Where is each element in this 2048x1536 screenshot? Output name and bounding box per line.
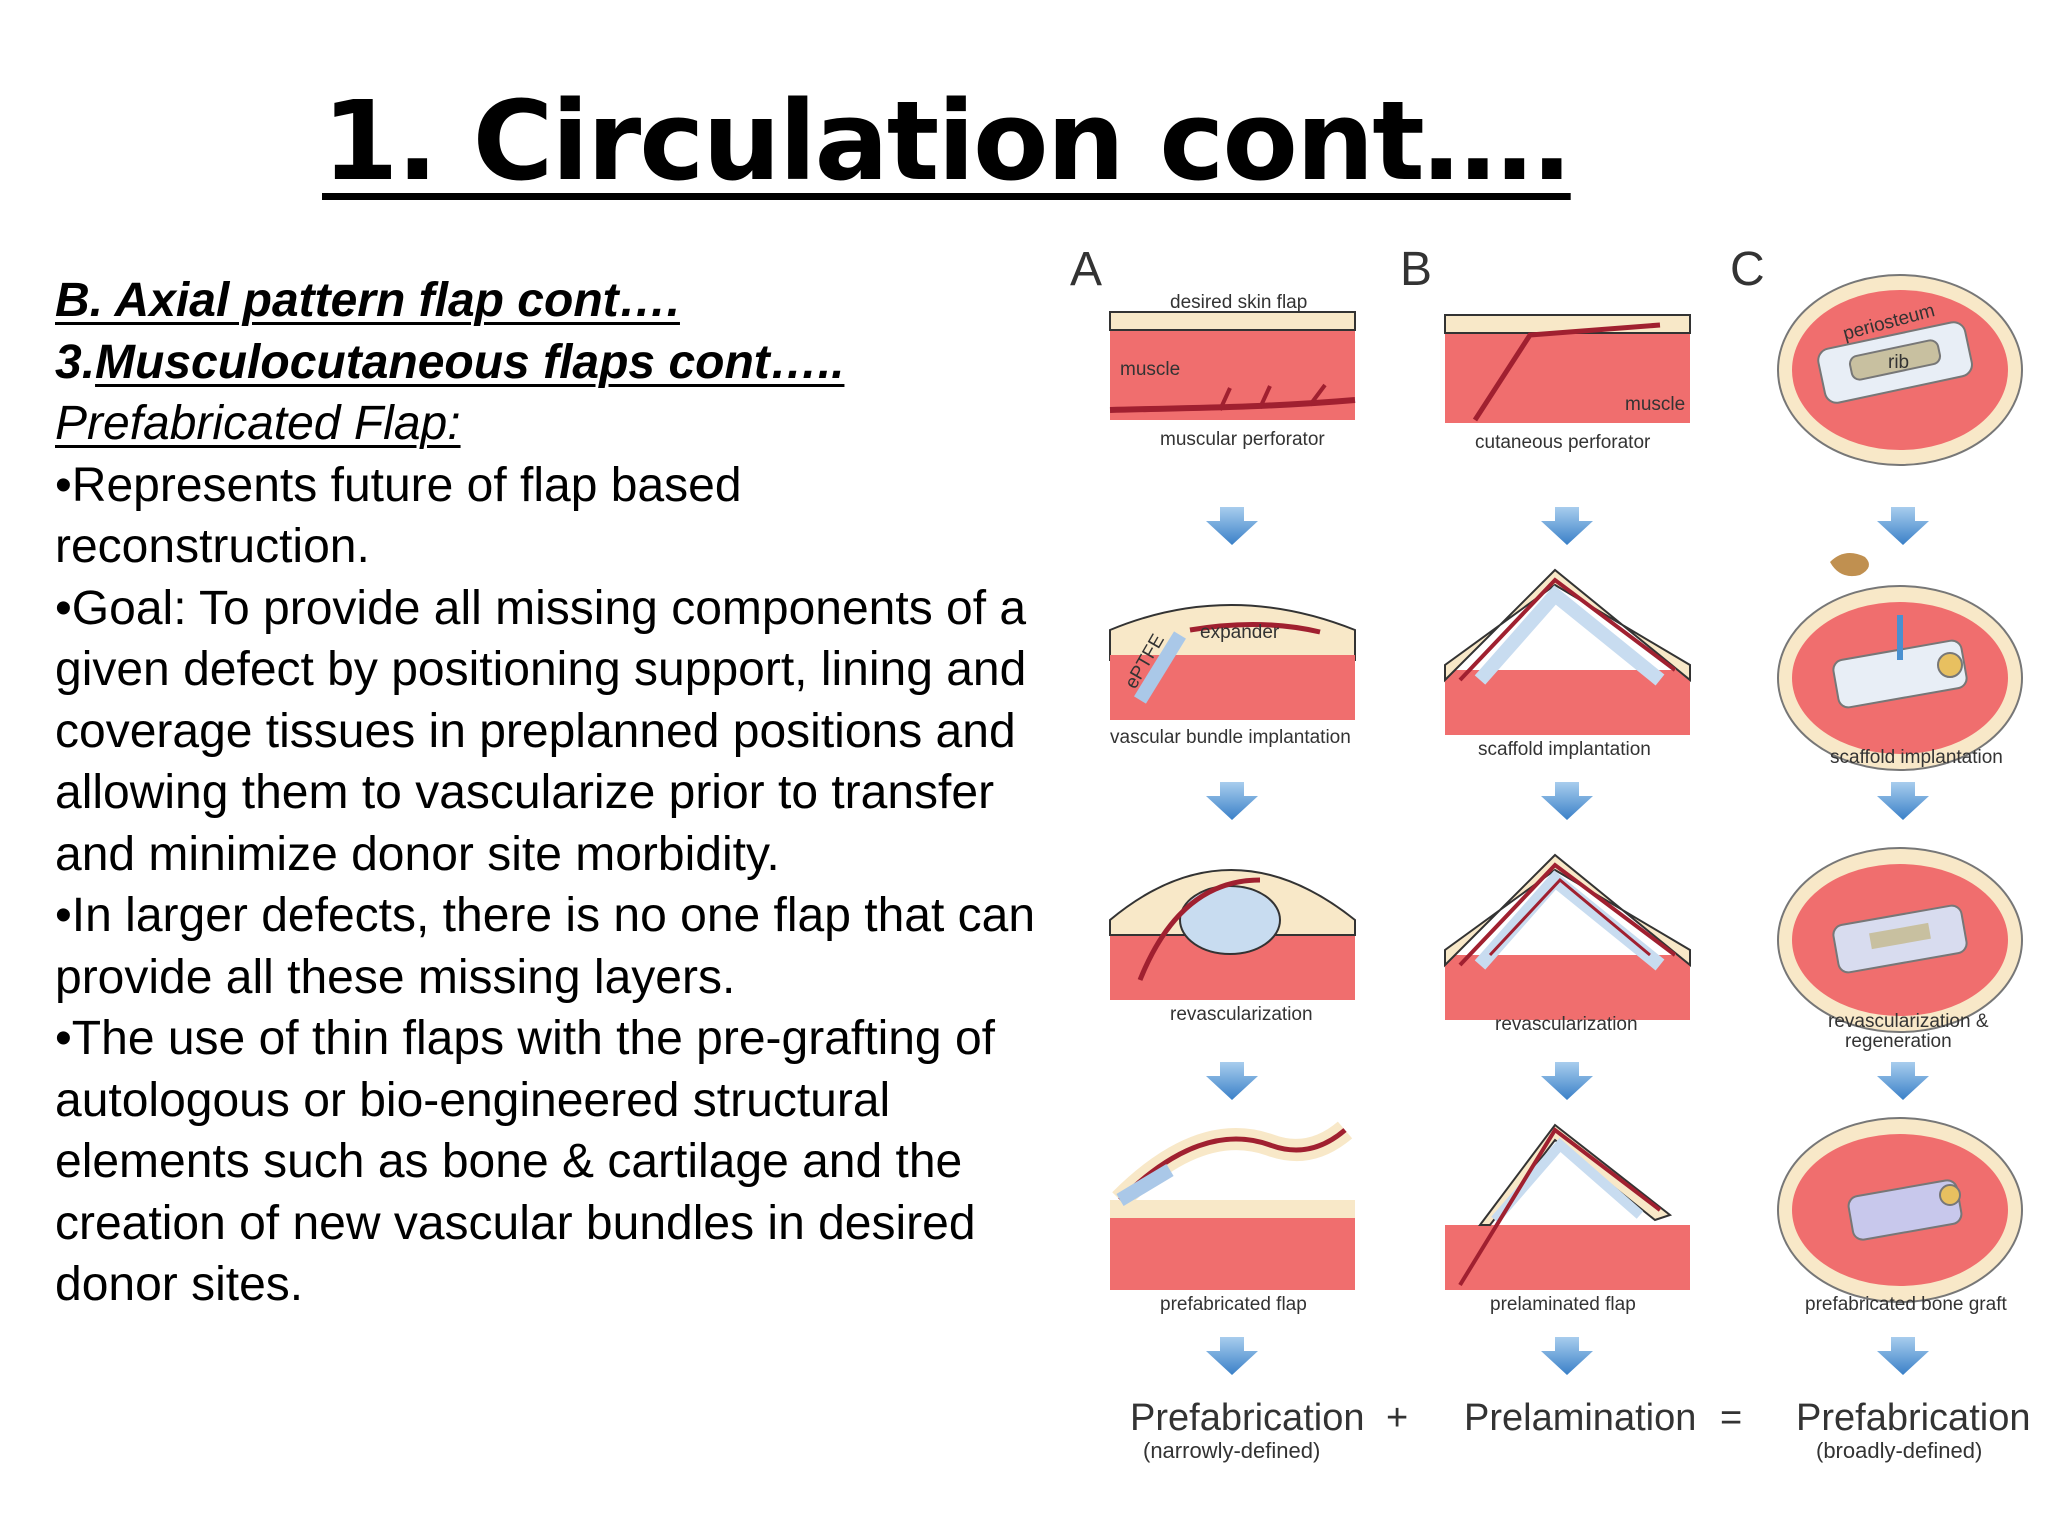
label-prefabricated-flap: prefabricated flap <box>1160 1294 1307 1315</box>
equation-plus: + <box>1386 1397 1408 1439</box>
panel-b4: prelaminated flap <box>1445 1123 1690 1315</box>
equation-narrowly-defined: (narrowly-defined) <box>1143 1438 1320 1463</box>
label-revascularization-c-line1: revascularization & <box>1828 1011 1989 1032</box>
panel-b3: revascularization <box>1444 853 1691 1035</box>
arrow-down-a2 <box>1206 782 1258 820</box>
arrow-down-b1 <box>1541 507 1593 545</box>
arrow-down-c4 <box>1877 1337 1929 1375</box>
arrow-down-c3 <box>1877 1062 1929 1100</box>
arrow-down-a1 <box>1206 507 1258 545</box>
label-rib: rib <box>1888 352 1909 373</box>
heading-axial-flap: B. Axial pattern flap cont…. <box>55 274 680 327</box>
panel-c2: scaffold implantation <box>1777 553 2023 771</box>
label-muscle-b: muscle <box>1625 394 1685 415</box>
arrow-down-b3 <box>1541 1062 1593 1100</box>
label-revascularization-a: revascularization <box>1170 1004 1313 1025</box>
heading-musculocutaneous: 3.Musculocutaneous flaps cont….. <box>55 332 1065 394</box>
arrow-down-b2 <box>1541 782 1593 820</box>
arrow-down-a4 <box>1206 1337 1258 1375</box>
bullet-3: •In larger defects, there is no one flap… <box>55 889 1036 1004</box>
panel-a2: expander ePTFE vascular bundle implantat… <box>1109 604 1356 748</box>
label-revascularization-b: revascularization <box>1495 1014 1638 1035</box>
arrow-down-b4 <box>1541 1337 1593 1375</box>
panel-b1: muscle cutaneous perforator <box>1444 314 1691 453</box>
heading-number: 3. <box>55 335 96 389</box>
label-revascularization-c-line2: regeneration <box>1845 1031 1952 1052</box>
flap-diagram-figure: A B C desired skin flap muscle muscular … <box>1060 240 2030 1480</box>
label-muscular-perforator: muscular perforator <box>1160 429 1325 450</box>
label-prelaminated-flap: prelaminated flap <box>1490 1294 1636 1315</box>
column-letter-b: B <box>1400 243 1432 296</box>
panel-a4: prefabricated flap <box>1110 1121 1355 1315</box>
label-expander: expander <box>1200 622 1280 643</box>
arrow-down-c2 <box>1877 782 1929 820</box>
subheading-prefabricated-flap: Prefabricated Flap: <box>55 397 461 450</box>
bullet-1: •Represents future of flap based reconst… <box>55 458 742 574</box>
equation-equals: = <box>1720 1397 1742 1439</box>
label-cutaneous-perforator: cutaneous perforator <box>1475 432 1651 453</box>
panel-a3: revascularization <box>1109 869 1356 1025</box>
label-muscle-a: muscle <box>1120 359 1180 380</box>
equation-prefabrication-broad: Prefabrication <box>1796 1397 2030 1439</box>
panel-c1: periosteum rib <box>1777 274 2023 466</box>
equation-broadly-defined: (broadly-defined) <box>1816 1438 1982 1463</box>
bullet-4: •The use of thin flaps with the pre-graf… <box>55 1012 995 1311</box>
bullet-2: •Goal: To provide all missing components… <box>55 581 1027 881</box>
arrow-down-a3 <box>1206 1062 1258 1100</box>
label-prefabricated-bone-graft: prefabricated bone graft <box>1805 1294 2007 1315</box>
label-scaffold-implantation-c: scaffold implantation <box>1830 747 2003 768</box>
panel-c3: revascularization & regeneration <box>1777 847 2023 1052</box>
text-block: B. Axial pattern flap cont…. 3.Musculocu… <box>55 270 1065 1316</box>
flap-diagram-svg: A B C desired skin flap muscle muscular … <box>1070 243 2030 1463</box>
panel-a1: desired skin flap muscle muscular perfor… <box>1109 292 1356 450</box>
panel-c4: prefabricated bone graft <box>1777 1117 2023 1315</box>
equation-prefabrication-narrow: Prefabrication <box>1130 1397 1364 1439</box>
label-vascular-bundle-implantation: vascular bundle implantation <box>1110 727 1351 748</box>
slide-title: 1. Circulation cont…. <box>322 77 1573 205</box>
label-desired-skin-flap: desired skin flap <box>1170 292 1307 313</box>
equation-prelamination: Prelamination <box>1464 1397 1696 1439</box>
arrow-down-c1 <box>1877 507 1929 545</box>
label-scaffold-implantation-b: scaffold implantation <box>1478 739 1651 760</box>
column-letter-c: C <box>1730 243 1765 296</box>
column-letter-a: A <box>1070 243 1102 296</box>
panel-b2: scaffold implantation <box>1444 568 1691 760</box>
heading-musculocutaneous-text: Musculocutaneous flaps cont….. <box>95 335 845 389</box>
